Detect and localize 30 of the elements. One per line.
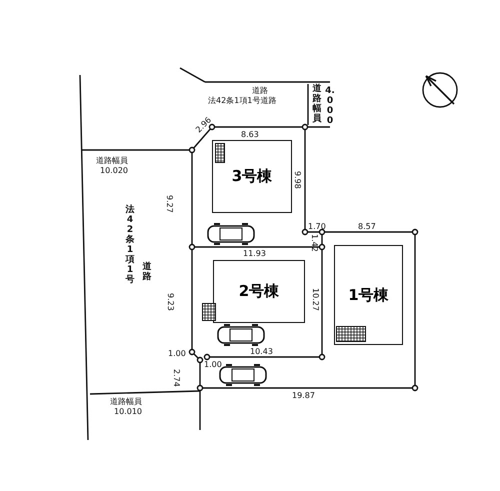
road-width-label: 道路幅員 (312, 84, 322, 124)
dimension-label: 8.57 (358, 222, 376, 231)
building-label: 2号棟 (238, 282, 280, 301)
dimension-label: 1.00 (204, 360, 222, 369)
dimension-label: 10.27 (311, 288, 320, 311)
dimension-label: 1.70 (308, 222, 326, 231)
dimension-label: 9.98 (293, 171, 302, 189)
dimension-label: 1.00 (168, 349, 186, 358)
dimension-label: 10.020 (100, 166, 128, 175)
dimension-label: 8.63 (241, 130, 259, 139)
road-label: 道路 (142, 262, 152, 282)
dimension-label: 2.74 (172, 369, 181, 387)
building-label: 3号棟 (232, 167, 272, 186)
dimension-label: 10.010 (114, 407, 142, 416)
road-label: 法42条1項1号道路 (208, 96, 276, 105)
dimension-label: 11.93 (243, 249, 266, 258)
road-label: 法42条1項1号 (124, 205, 136, 285)
building-label: 1号棟 (348, 286, 389, 304)
dimension-label: 4.000 (324, 86, 336, 126)
house-footprint (334, 245, 403, 345)
house-footprint (213, 260, 305, 323)
road-width-label: 道路幅員 (110, 397, 142, 406)
house-footprint (212, 140, 292, 213)
dimension-label: 10.43 (250, 347, 273, 356)
road-width-label: 道路幅員 (96, 156, 128, 165)
dimension-label: 9.23 (166, 293, 175, 311)
dimension-label: 19.87 (292, 391, 315, 400)
road-label: 道路 (252, 86, 268, 95)
dimension-label: 9.27 (165, 195, 174, 213)
dimension-label: 1.42 (310, 234, 319, 252)
